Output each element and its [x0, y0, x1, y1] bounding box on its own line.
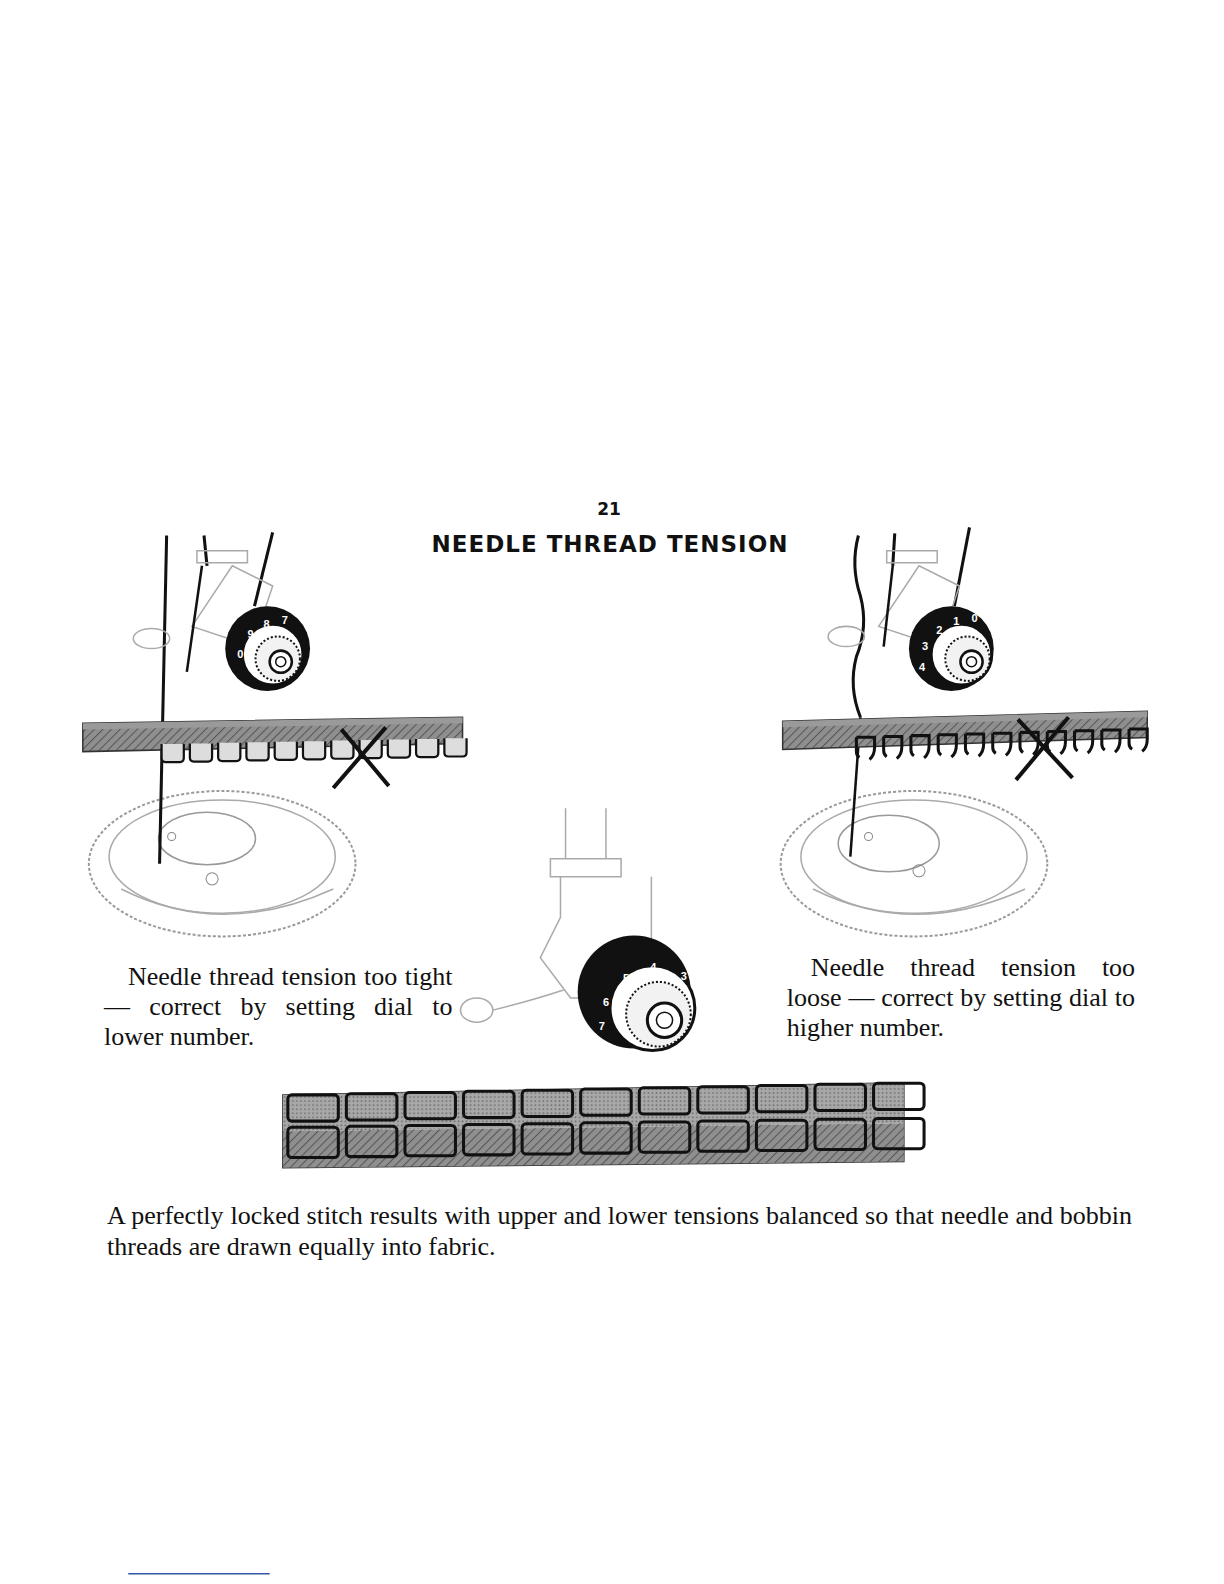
dial-number: 0	[971, 613, 977, 624]
dial-number: 7	[599, 1021, 605, 1032]
dial-number: 3	[922, 641, 928, 652]
dial-number: 7	[282, 615, 288, 626]
dial-number: 8	[264, 619, 270, 630]
dial-number: 4	[650, 962, 656, 973]
dial-number: 6	[603, 996, 609, 1007]
page-title: NEEDLE THREAD TENSION	[380, 531, 840, 557]
caption-text: A perfectly locked stitch results with u…	[107, 1200, 1132, 1262]
dial-number: 1	[953, 616, 959, 627]
dial-number: 5	[623, 972, 629, 983]
dial-number: 2	[936, 625, 942, 636]
dial-number: 4	[919, 661, 925, 672]
note-text: Needle thread tension too loose — correc…	[787, 953, 1135, 1043]
dial-number: 0	[237, 649, 243, 660]
dial-number: 9	[247, 629, 253, 640]
footer-rule	[128, 1573, 269, 1575]
note-text: Needle thread tension too tight — correc…	[104, 962, 452, 1052]
loose-tension-figure	[781, 527, 1148, 936]
tight-tension-figure	[83, 532, 467, 936]
page-number: 21	[597, 499, 621, 519]
dial-number: 3	[681, 970, 687, 981]
